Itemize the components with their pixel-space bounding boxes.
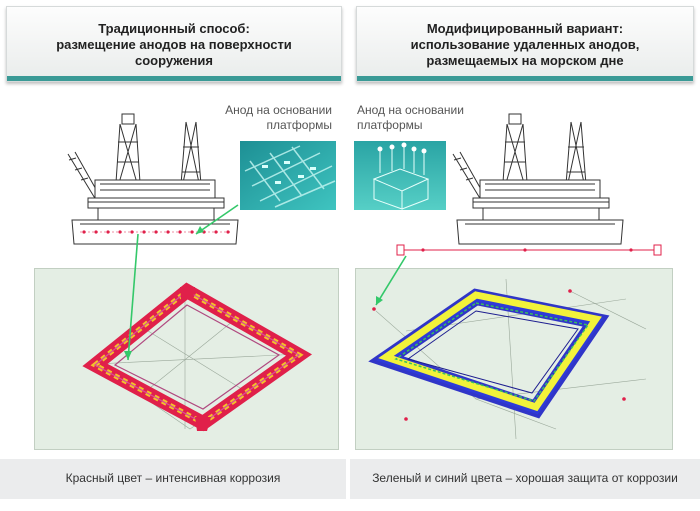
anode-label-right-line2: платформы [357, 118, 423, 132]
corrosion-map-panel [34, 268, 339, 450]
header-right-line3: размещаемых на морском дне [426, 53, 624, 68]
protection-map-graphic [368, 278, 647, 440]
anode-label-left-line2: платформы [266, 118, 332, 132]
anode-label-right: Анод на основании платформы [357, 103, 487, 133]
anode-label-right-line1: Анод на основании [357, 103, 464, 117]
anode-thumbnail-right [354, 141, 446, 210]
anode-label-left: Анод на основании платформы [208, 103, 332, 133]
header-left-line3: сооружения [135, 53, 213, 68]
header-right-line2: использование удаленных анодов, [410, 37, 640, 52]
header-left-line1: Традиционный способ: [98, 21, 250, 36]
protection-map-panel [355, 268, 673, 450]
anode-thumbnail-left [240, 141, 336, 210]
header-right-accent-bar [357, 76, 693, 81]
header-right-line1: Модифицированный вариант: [426, 21, 624, 36]
header-left-line2: размещение анодов на поверхности [56, 37, 292, 52]
caption-right-box: Зеленый и синий цвета – хорошая защита о… [350, 459, 700, 499]
header-modified-method: Модифицированный вариант: использование … [356, 6, 694, 82]
corrosion-map-graphic [82, 282, 313, 432]
caption-left: Красный цвет – интенсивная коррозия [65, 471, 281, 485]
header-left-accent-bar [7, 76, 341, 81]
platform-left-drawing [67, 113, 239, 245]
platform-right-drawing [396, 113, 662, 256]
caption-left-box: Красный цвет – интенсивная коррозия [0, 459, 346, 499]
anode-label-left-line1: Анод на основании [225, 103, 332, 117]
header-traditional-method: Традиционный способ: размещение анодов н… [6, 6, 342, 82]
remote-anodes [396, 244, 662, 256]
caption-right: Зеленый и синий цвета – хорошая защита о… [372, 471, 678, 485]
